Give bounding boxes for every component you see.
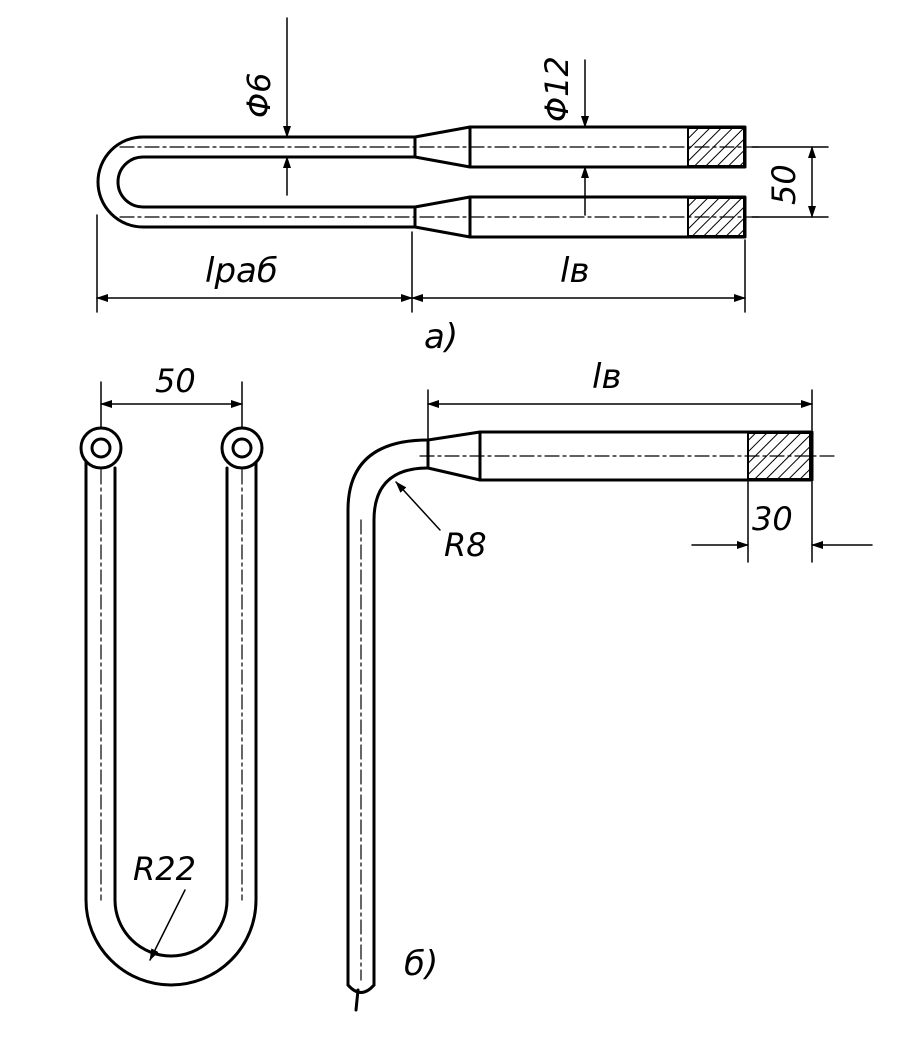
- dim-spacing-a: 50: [765, 164, 803, 205]
- dim-thread-length: 30: [752, 500, 793, 538]
- figure-b-l-view: lв 30 R8 б): [346, 357, 873, 1012]
- l-lead: [478, 430, 814, 482]
- u-rod-b-inner: [113, 466, 229, 958]
- u-rod-inner: [116, 155, 417, 209]
- upper-lead: [468, 125, 747, 169]
- dim-lead-length-a: lв: [560, 251, 589, 291]
- dim-diameter-large: Φ12: [538, 56, 576, 122]
- caption-b: б): [404, 944, 438, 984]
- figure-a: Φ6 Φ12 50 lраб lв а): [96, 17, 829, 357]
- u-rod-b-outer: [84, 460, 258, 987]
- lower-lead: [468, 195, 747, 239]
- l-rod-outer: [346, 438, 430, 987]
- l-taper: [426, 430, 482, 482]
- l-rod-inner: [372, 466, 430, 987]
- dim-lead-length-b: lв: [592, 357, 621, 397]
- dim-working-length: lраб: [205, 251, 278, 291]
- dim-diameter-small: Φ6: [240, 72, 278, 118]
- figure-b-u-view: 50 R22: [79, 362, 264, 987]
- caption-a: а): [424, 317, 458, 357]
- dim-spacing-b: 50: [155, 362, 196, 400]
- dim-bend-radius-small: R8: [444, 526, 487, 564]
- u-rod-outer: [96, 135, 417, 229]
- dim-bend-radius-large: R22: [133, 850, 196, 888]
